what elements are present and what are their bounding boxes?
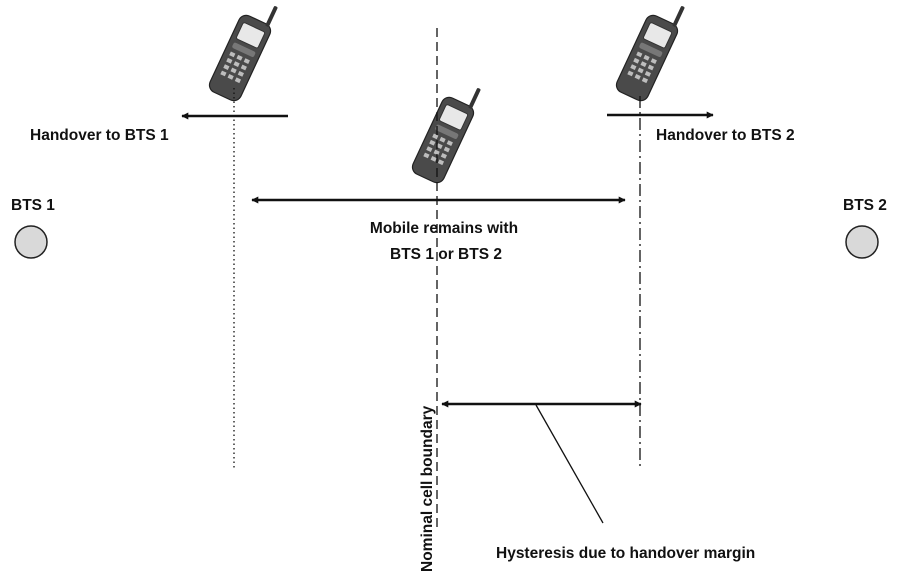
bts1-icon: [14, 225, 48, 259]
handover-bts1-label: Handover to BTS 1: [30, 127, 169, 144]
remains-label-line2: BTS 1 or BTS 2: [390, 246, 502, 263]
bts2-label: BTS 2: [843, 197, 887, 214]
remains-label-line1: Mobile remains with: [370, 220, 518, 237]
mobile-phone-icon: [613, 0, 690, 104]
bts1-label: BTS 1: [11, 197, 55, 214]
bts2-icon: [845, 225, 879, 259]
boundary-label: Nominal cell boundary: [419, 405, 436, 572]
mobile-phone-icon: [409, 76, 486, 186]
handover-bts2-label: Handover to BTS 2: [656, 127, 795, 144]
hysteresis-label: Hysteresis due to handover margin: [496, 545, 755, 562]
mobile-phone-icon: [206, 0, 283, 104]
hysteresis-leader-line: [535, 404, 604, 524]
